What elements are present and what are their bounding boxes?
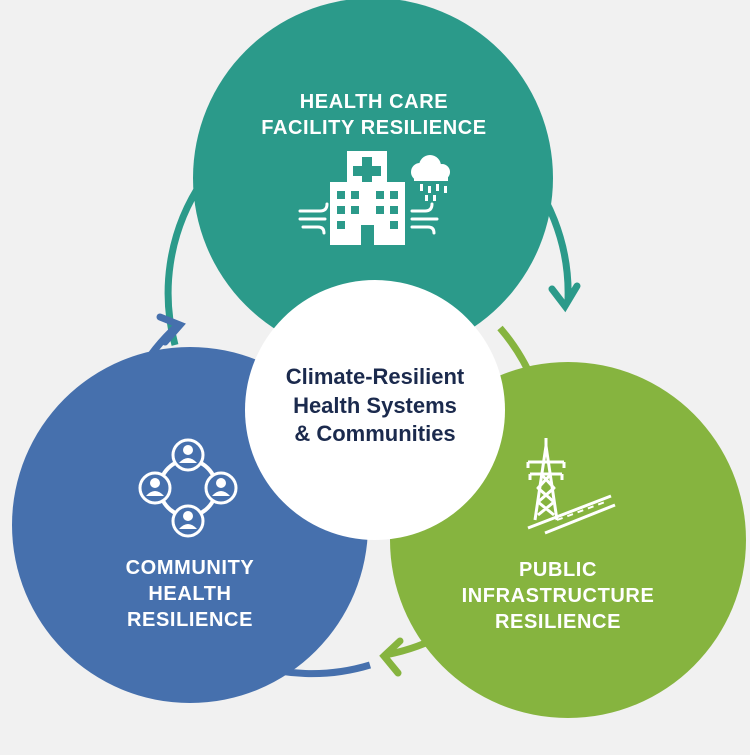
community-network-icon	[138, 438, 238, 538]
label-line: PUBLIC	[518, 559, 598, 581]
center-title: Climate-Resilient Health Systems & Commu…	[250, 363, 500, 449]
center-line: Health Systems	[293, 392, 457, 418]
green-arrowhead	[379, 637, 404, 677]
center-line: Climate-Resilient	[285, 364, 465, 389]
blue-arrowhead	[156, 313, 186, 346]
health-care-facility-resilience-label: HEALTH CARE FACILITY RESILIENCE	[214, 89, 534, 141]
hospital-building-storm-icon	[330, 151, 450, 245]
public-infrastructure-resilience-label: PUBLIC INFRASTRUCTURE RESILIENCE	[418, 557, 698, 635]
label-line: COMMUNITY	[125, 557, 255, 579]
label-line: FACILITY RESILIENCE	[261, 117, 487, 139]
label-line: HEALTH	[148, 583, 232, 605]
wind-icon-left	[298, 202, 329, 235]
label-line: RESILIENCE	[494, 611, 622, 633]
center-line: & Communities	[294, 421, 456, 447]
label-line: RESILIENCE	[126, 609, 254, 631]
label-line: INFRASTRUCTURE	[461, 585, 655, 607]
label-line: HEALTH CARE	[299, 91, 449, 113]
center-circle	[245, 280, 505, 540]
teal-arrowhead	[548, 282, 581, 313]
wind-icon-right	[410, 202, 439, 235]
power-tower-road-icon	[526, 438, 616, 535]
community-health-resilience-label: COMMUNITY HEALTH RESILIENCE	[70, 555, 310, 633]
